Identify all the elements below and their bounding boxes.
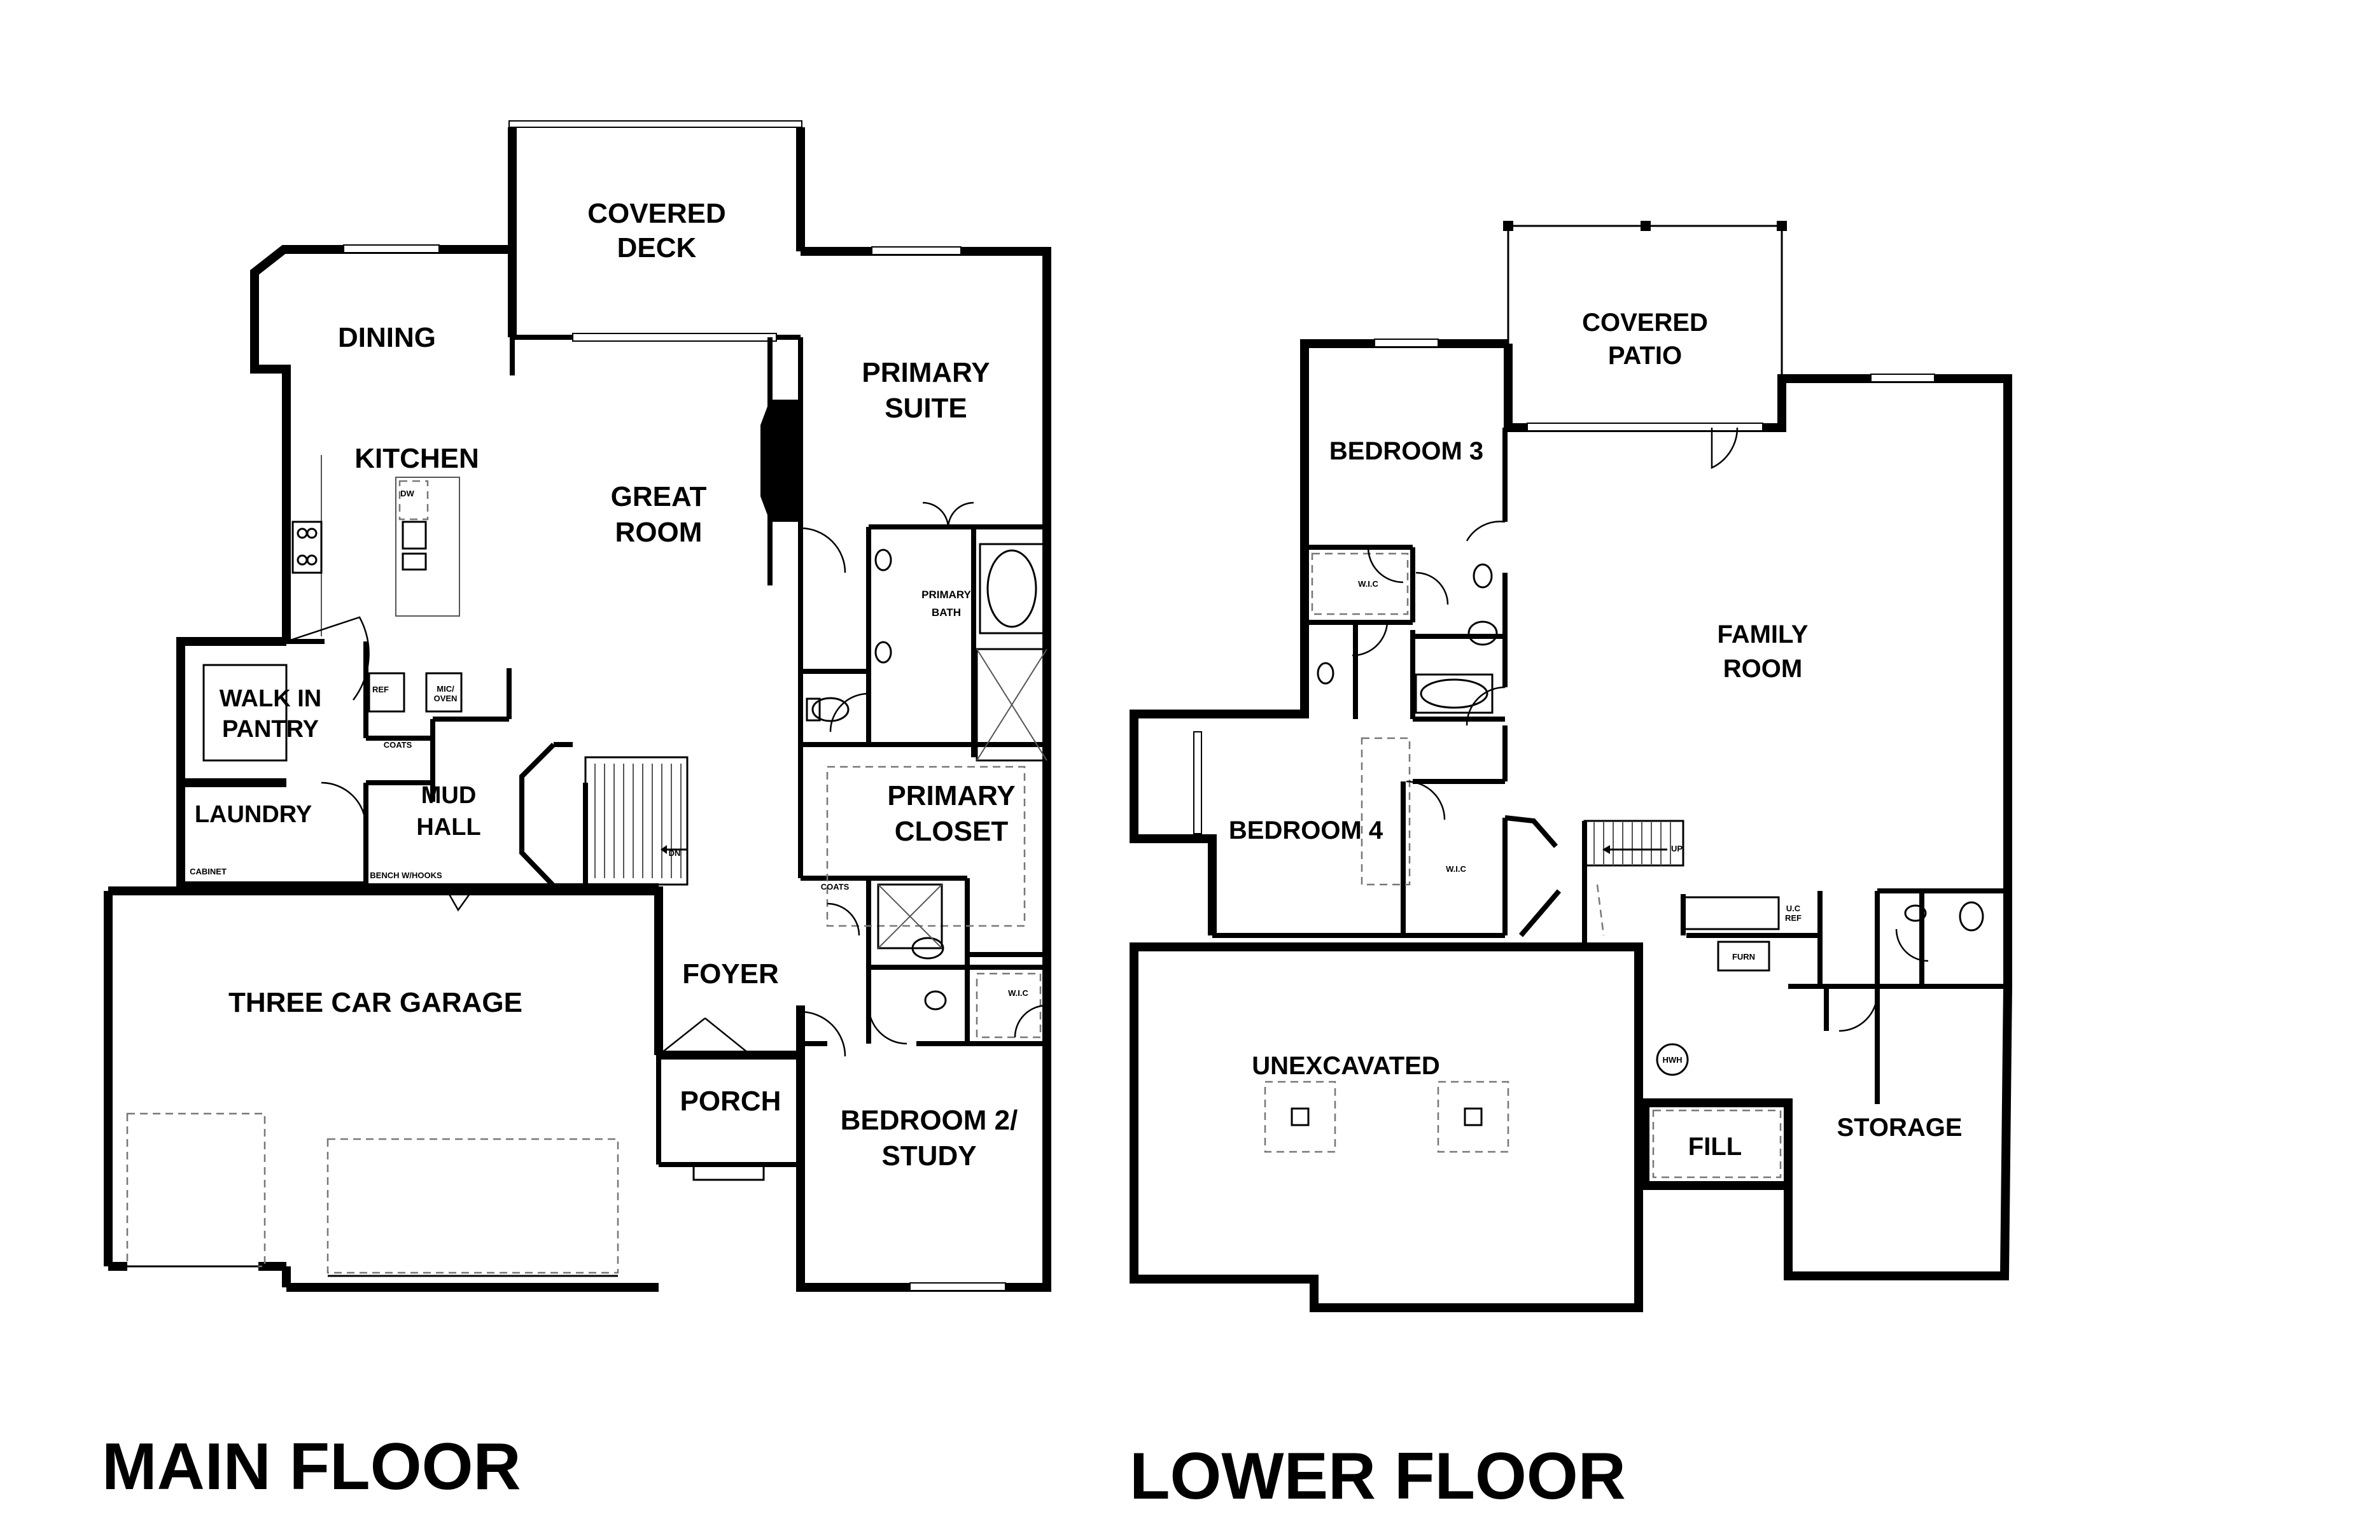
- foyer-label: FOYER: [682, 958, 779, 990]
- water-heater-label: HWH: [1662, 1055, 1682, 1065]
- lower-floor-interior-walls: [1212, 428, 2008, 1104]
- stairs-down-label: DN: [669, 848, 681, 858]
- cabinet-label: CABINET: [190, 867, 227, 876]
- refrigerator-label: REF: [372, 685, 389, 694]
- kitchen-fixtures: [202, 455, 463, 762]
- foyer-coats-label: COATS: [821, 882, 850, 892]
- main-stairs: [584, 756, 689, 886]
- lower-floor-exterior-walls: [1130, 339, 2012, 1312]
- mic-oven-label: MIC/OVEN: [434, 684, 458, 703]
- laundry-label: LAUNDRY: [195, 801, 312, 828]
- mud-coats-label: COATS: [384, 740, 412, 750]
- kitchen-label: KITCHEN: [354, 443, 479, 474]
- porch-label: PORCH: [680, 1086, 781, 1117]
- covered-deck-structure: [508, 120, 805, 342]
- bedroom3-label: BEDROOM 3: [1329, 437, 1483, 465]
- bedroom3-wic-label: W.I.C: [1358, 579, 1378, 589]
- main-floor-doors: [321, 501, 1047, 1057]
- fill-label: FILL: [1688, 1133, 1742, 1161]
- lower-floor-doors: [1352, 427, 1929, 1032]
- unexcavated-label: UNEXCAVATED: [1252, 1052, 1440, 1080]
- main-floor-title: MAIN FLOOR: [102, 1430, 521, 1504]
- dishwasher-label: DW: [400, 489, 414, 498]
- three-car-garage-label: THREE CAR GARAGE: [228, 987, 522, 1018]
- lower-fixtures: [1264, 552, 1984, 1179]
- fireplace: [760, 400, 801, 522]
- main-floor-interior-walls: [181, 337, 1047, 1167]
- storage-label: STORAGE: [1837, 1114, 1962, 1142]
- main-floor-exterior-walls: [104, 244, 1051, 1292]
- covered-patio-structure: [1503, 221, 1787, 379]
- bedroom2-study-label: BEDROOM 2/STUDY: [841, 1105, 1018, 1172]
- dining-label: DINING: [338, 322, 436, 353]
- lower-stairs: [1583, 820, 1684, 936]
- porch-step: [692, 1162, 765, 1181]
- stairs-up-label: UP: [1671, 844, 1683, 853]
- bench-hooks-label: BENCH W/HOOKS: [370, 871, 442, 880]
- furnace-label: FURN: [1732, 952, 1755, 962]
- lower-floor-title: LOWER FLOOR: [1130, 1439, 1626, 1513]
- bedroom4-label: BEDROOM 4: [1229, 816, 1383, 844]
- primary-bath-fixtures: [806, 543, 1048, 1039]
- bedroom2-wic-label: W.I.C: [1008, 988, 1028, 998]
- bedroom4-wic-label: W.I.C: [1446, 864, 1466, 874]
- garage-doors: [126, 1112, 619, 1277]
